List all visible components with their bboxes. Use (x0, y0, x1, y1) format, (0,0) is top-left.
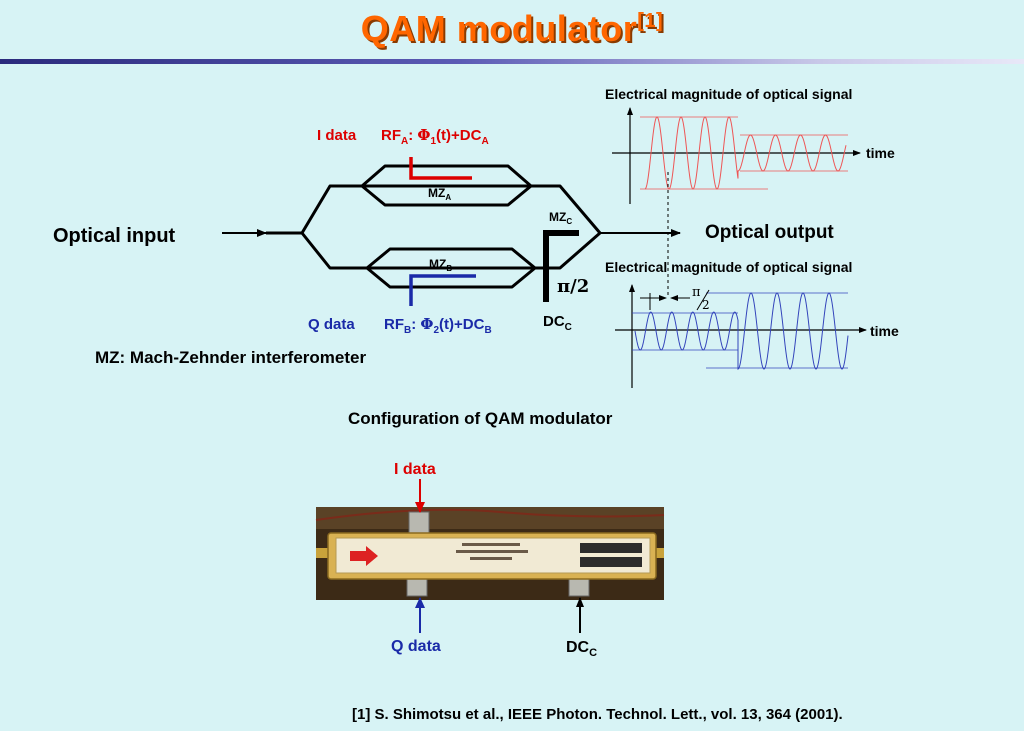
electrode-a (409, 157, 472, 180)
electrode-c (543, 230, 579, 302)
phase-two: 2 (702, 298, 710, 312)
page-title: QAM modulator[1] (0, 8, 1024, 50)
housing-mirrored-text (456, 543, 642, 567)
rf-b-label: RFB: Φ2(t)+DCB (384, 315, 492, 336)
device-photo (315, 507, 665, 600)
pi-half-label: π/2 (557, 276, 589, 297)
bottom-time-label: time (870, 323, 899, 339)
mz-definition: MZ: Mach-Zehnder interferometer (95, 348, 366, 367)
connector-q (406, 576, 428, 597)
mz-b-label: MZB (429, 257, 452, 273)
connector-dc (568, 576, 590, 597)
optical-input-label: Optical input (53, 225, 176, 247)
reference-citation: [1] S. Shimotsu et al., IEEE Photon. Tec… (352, 706, 843, 723)
top-time-label: time (866, 145, 895, 161)
photo-q-data-label: Q data (391, 638, 441, 655)
phase-pi: π (692, 285, 701, 300)
bottom-waveform (634, 292, 849, 370)
mz-a-body (360, 164, 533, 207)
photo-upper-shadow (316, 507, 664, 529)
q-data-label: Q data (308, 316, 355, 333)
fiber-left (316, 548, 330, 558)
fiber-right (650, 548, 664, 558)
top-waveform (644, 116, 847, 190)
elec-mag-bottom-label: Electrical magnitude of optical signal (605, 259, 852, 275)
dc-c-label: DCC (543, 313, 572, 333)
mz-b-body (365, 247, 537, 289)
page-title-ref-mark: [1] (637, 10, 664, 32)
photo-dc-c-label: DCC (566, 639, 597, 659)
i-data-label: I data (317, 127, 357, 144)
config-caption: Configuration of QAM modulator (348, 409, 613, 428)
photo-cable (315, 508, 665, 521)
mz-a-label: MZA (428, 186, 451, 202)
top-waveform-panel: time (612, 107, 895, 204)
photo-i-data-label: I data (394, 461, 436, 478)
rf-a-label: RFA: Φ1(t)+DCA (381, 126, 489, 147)
bottom-waveform-panel: time π 2 (615, 284, 899, 388)
page-title-main: QAM modulator (360, 8, 638, 49)
title-divider (0, 59, 1024, 64)
waveguide-structure (222, 164, 681, 289)
title-bar: QAM modulator[1] (0, 0, 1024, 70)
optical-output-label: Optical output (705, 222, 834, 243)
elec-mag-top-label: Electrical magnitude of optical signal (605, 86, 852, 102)
direction-arrow-icon (350, 546, 378, 566)
phase-fraction-slash (696, 289, 710, 311)
electrode-b (409, 274, 476, 306)
lower-arm (300, 231, 601, 270)
connector-i (408, 511, 430, 535)
mz-c-label: MZC (549, 210, 572, 226)
